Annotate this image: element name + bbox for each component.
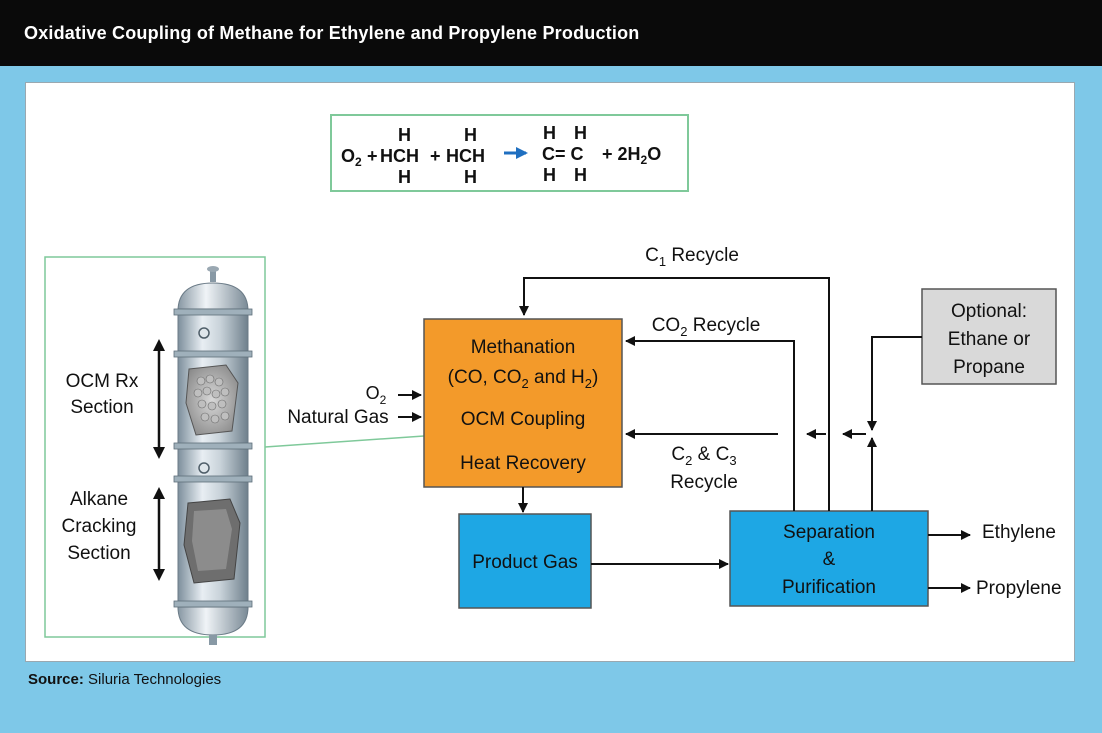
eq-ethylene: C= C [542,144,584,164]
c2-c3-recycle-label: Recycle [670,472,738,493]
reactor-vessel-icon [173,266,253,645]
eq-h: H [574,123,587,143]
source-text: Siluria Technologies [88,671,222,688]
ocm-process-diagram: H H H H O2 + HCH + HCH C= C + 2H2O H H H… [44,114,1062,645]
optional-feed-line [867,336,922,431]
co2-recycle-line [625,336,795,511]
ocm-coupling-label: OCM Coupling [461,409,586,430]
separation-box-rect [729,510,929,607]
source-credit: Source: Siluria Technologies [28,671,221,688]
eq-h: H [543,165,556,185]
c2-c3-recycle-label: C2 & C3 [671,444,736,468]
ocm-process-box: Methanation (CO, CO2 and H2) OCM Couplin… [423,318,623,488]
ocm-box-rect [423,318,623,488]
methanation-detail-label: (CO, CO2 and H2) [448,367,599,391]
alkane-cracking-section-label: Section [67,543,130,564]
eq-h: H [464,125,477,145]
reactor-panel: OCM Rx Section Alkane Cracking Section [44,256,266,645]
reaction-equation: H H H H O2 + HCH + HCH C= C + 2H2O H H H… [330,114,689,192]
product-gas-label: Product Gas [472,552,578,573]
eq-water: + 2H2O [602,144,661,167]
eq-h: H [398,125,411,145]
section-span-arrow-icon [153,487,165,581]
eq-hch: HCH [446,146,485,166]
c1-recycle-label: C1 Recycle [645,245,739,269]
c1-recycle-line [519,277,830,511]
ethane-or-label: Ethane or [948,329,1031,350]
eq-h: H [543,123,556,143]
separation-box: Separation & Purification [729,510,929,607]
optional-box-rect [921,288,1057,385]
diagram-panel: H H H H O2 + HCH + HCH C= C + 2H2O H H H… [25,82,1075,662]
heat-recovery-label: Heat Recovery [460,453,586,474]
section-span-arrow-icon [153,339,165,459]
optional-feed-box: Optional: Ethane or Propane [921,288,1057,385]
page-title: Oxidative Coupling of Methane for Ethyle… [0,0,1102,66]
propane-label: Propane [953,357,1025,378]
ampersand-label: & [823,549,836,570]
eq-h: H [574,165,587,185]
ocm-rx-section-label: OCM Rx [66,371,139,392]
eq-plus: + [367,146,378,166]
eq-plus: + [430,146,441,166]
eq-h: H [398,167,411,187]
methanation-label: Methanation [471,337,576,358]
alkane-cracking-section-label: Cracking [62,516,137,537]
ethylene-output-label: Ethylene [982,522,1056,543]
eq-o2: O2 [341,146,362,169]
alkane-cracking-section-label: Alkane [70,489,128,510]
ocm-rx-section-label: Section [70,397,133,418]
propylene-output-label: Propylene [976,578,1062,599]
natural-gas-input-label: Natural Gas [287,407,388,428]
eq-h: H [464,167,477,187]
co2-recycle-label: CO2 Recycle [652,315,761,339]
purification-label: Purification [782,577,876,598]
source-label: Source: [28,671,84,688]
reactor-connector-line [264,435,425,448]
optional-label: Optional: [951,301,1027,322]
separation-label: Separation [783,522,875,543]
eq-hch: HCH [380,146,419,166]
product-gas-box [458,513,592,609]
oxygen-input-label: O2 [366,383,387,407]
